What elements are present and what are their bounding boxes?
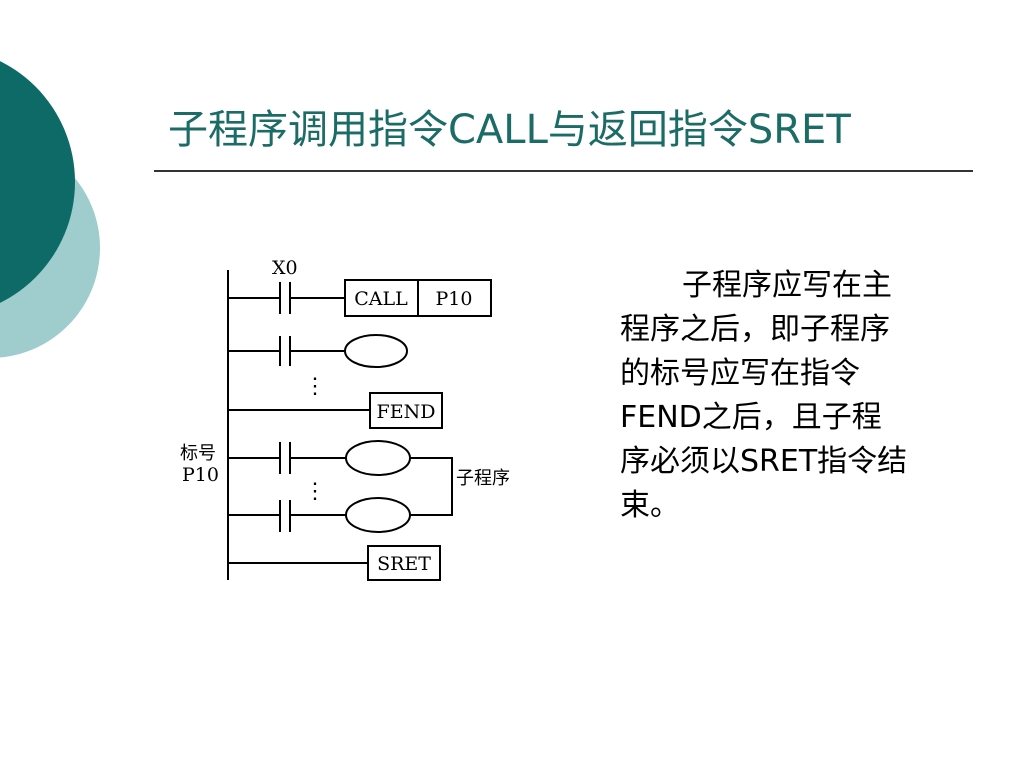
call-box-target: P10 [436, 288, 473, 310]
coil-rung2 [344, 334, 408, 368]
sret-instruction-box [367, 545, 441, 581]
title-divider [154, 170, 973, 172]
fend-instruction-box [369, 392, 443, 429]
subroutine-bracket [410, 457, 453, 516]
body-line-4: FEND之后，且子程 [620, 400, 882, 435]
slide-title: 子程序调用指令CALL与返回指令SRET [168, 107, 851, 153]
label-p10: P10 [182, 464, 219, 486]
body-paragraph: 子程序应写在主 程序之后，即子程序 的标号应写在指令 FEND之后，且子程 序必… [620, 264, 965, 528]
body-line-1: 子程序应写在主 [682, 268, 892, 303]
contact-label-x0: X0 [272, 257, 298, 279]
ladder-diagram: X0 CALL P10 ⋮ FEND 标号 P10 子程序 ⋮ SRET [180, 257, 510, 581]
fend-box-label: FEND [377, 401, 436, 423]
vertical-ellipsis-2: ⋮ [304, 479, 326, 504]
subroutine-label: 子程序 [456, 468, 510, 489]
body-line-3: 的标号应写在指令 [620, 356, 860, 391]
call-box-op: CALL [354, 288, 408, 310]
sret-box-label: SRET [377, 553, 431, 575]
dark-teal-circle [0, 61, 75, 303]
coil-rung5 [345, 497, 411, 533]
body-line-5: 序必须以SRET指令结 [620, 444, 908, 479]
coil-rung4 [345, 440, 411, 476]
body-line-2: 程序之后，即子程序 [620, 312, 890, 347]
vertical-ellipsis-1: ⋮ [304, 374, 326, 399]
label-heading: 标号 [180, 443, 216, 464]
decorative-circles [0, 61, 100, 358]
body-line-6: 束。 [620, 488, 680, 523]
